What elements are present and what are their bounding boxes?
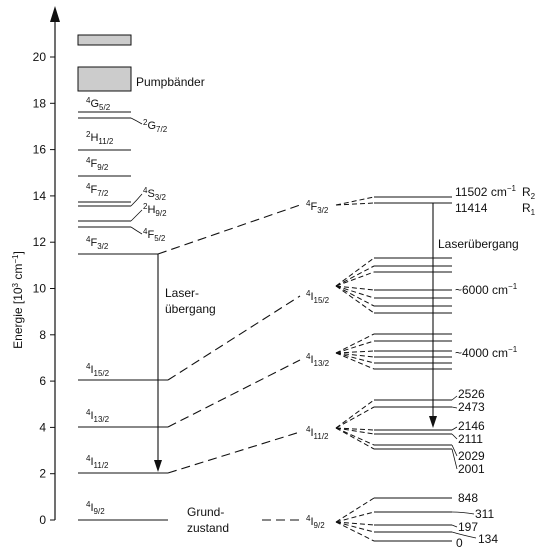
label-4F5-2: 4F5/2	[143, 227, 166, 243]
label-2H11-2: 2H11/2	[86, 130, 114, 146]
value-134: 134	[478, 532, 498, 546]
label-R1: R1	[522, 201, 536, 217]
middle-level-labels: 4F3/2 4I15/2 4I13/2 4I11/2 4I9/2	[306, 199, 330, 530]
left-leaders	[130, 117, 143, 235]
axis-arrow-icon	[50, 6, 60, 22]
value-6000: ~6000 cm−1	[455, 282, 518, 297]
axis-tick-label: 6	[39, 374, 46, 388]
value-311: 311	[475, 507, 494, 521]
axis-tick-label: 14	[33, 189, 47, 203]
pump-band-lower	[77, 66, 132, 92]
axis-tick-label: 16	[33, 143, 47, 157]
value-197: 197	[458, 520, 478, 534]
value-2001: 2001	[458, 462, 485, 476]
svg-text:zustand: zustand	[187, 521, 229, 535]
axis-tick-label: 4	[39, 420, 46, 434]
label-4I15-2: 4I15/2	[86, 362, 110, 378]
label-4F9-2: 4F9/2	[86, 156, 109, 172]
axis-label: Energie [103 cm−1]	[11, 251, 25, 349]
dashed-connectors-left	[157, 204, 301, 521]
energy-axis: 0 2 4 6 8 10 12 14 16 18 20 Energie [103 cm−1]	[11, 6, 60, 527]
axis-tick-label: 20	[33, 50, 47, 64]
axis-tick-label: 18	[33, 96, 47, 110]
value-2029: 2029	[458, 449, 485, 463]
mid-label-4I13-2: 4I13/2	[306, 352, 330, 368]
value-4000: ~4000 cm−1	[455, 345, 518, 360]
value-2111: 2111	[458, 432, 483, 446]
label-R2: R2	[522, 185, 536, 201]
laser-label-line1: Laser-	[165, 286, 199, 300]
axis-tick-label: 10	[33, 282, 47, 296]
value-2526: 2526	[458, 387, 485, 401]
laser-label-line2: übergang	[165, 302, 216, 316]
label-4I9-2: 4I9/2	[86, 500, 105, 516]
pump-bands: Pumpbänder	[77, 34, 205, 92]
label-4F7-2: 4F7/2	[86, 182, 109, 198]
label-4F3-2: 4F3/2	[86, 235, 109, 251]
svg-text:Grund-: Grund-	[187, 505, 224, 519]
fan-out-lines	[335, 196, 375, 542]
arrow-down-icon	[154, 460, 162, 472]
value-11502: 11502 cm−1	[455, 184, 516, 199]
label-4G5-2: 4G5/2	[86, 96, 111, 112]
right-leaders	[451, 395, 477, 539]
axis-tick-label: 12	[33, 235, 47, 249]
axis-tick-label: 2	[39, 467, 46, 481]
mid-label-4F3-2: 4F3/2	[306, 199, 329, 215]
left-level-lines	[78, 111, 168, 521]
laser-transition-right: Laserübergang	[429, 203, 519, 428]
axis-tick-label: 8	[39, 328, 46, 342]
laser-transition-left: Laser- übergang	[154, 254, 216, 472]
label-4I13-2: 4I13/2	[86, 408, 110, 424]
value-11414: 11414	[455, 201, 488, 215]
left-level-labels: 4G5/2 2G7/2 2H11/2 4F9/2 4F7/2 4S3/2 2H9…	[86, 96, 168, 516]
right-sublevel-lines	[374, 196, 452, 542]
value-0: 0	[456, 536, 463, 550]
arrow-down-icon	[429, 416, 437, 428]
label-2H9-2: 2H9/2	[143, 202, 167, 218]
pump-bands-label: Pumpbänder	[136, 75, 205, 89]
label-4I11-2: 4I11/2	[86, 454, 109, 470]
label-4S3-2: 4S3/2	[143, 186, 166, 202]
ground-state-label: Grund- zustand	[187, 505, 229, 535]
value-2473: 2473	[458, 400, 485, 414]
right-value-labels: 11502 cm−1 11414 R2 R1 ~6000 cm−1 ~4000 …	[455, 184, 536, 550]
pump-band-upper	[77, 34, 132, 46]
mid-label-4I9-2: 4I9/2	[306, 514, 325, 530]
laser-label-right: Laserübergang	[438, 237, 519, 251]
axis-ticks: 0 2 4 6 8 10 12 14 16 18 20	[33, 50, 55, 527]
value-848: 848	[458, 491, 478, 505]
label-2G7-2: 2G7/2	[143, 118, 168, 134]
axis-tick-label: 0	[39, 513, 46, 527]
mid-label-4I11-2: 4I11/2	[306, 425, 329, 441]
value-2146: 2146	[458, 419, 485, 433]
mid-label-4I15-2: 4I15/2	[306, 289, 330, 305]
